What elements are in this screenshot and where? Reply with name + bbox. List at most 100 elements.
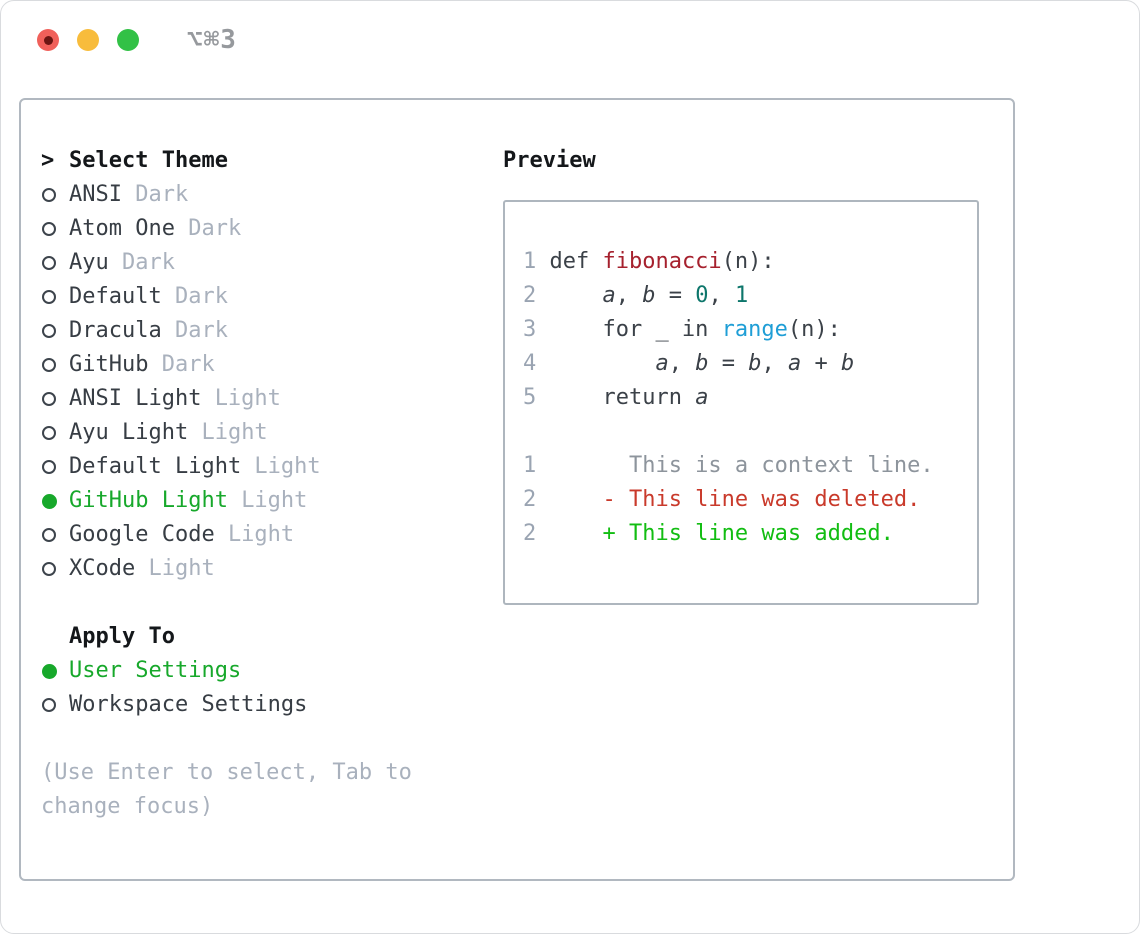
theme-option[interactable]: XCode Light [41, 552, 503, 586]
line-number: 2 [523, 283, 537, 308]
keyboard-hint: (Use Enter to select, Tab to change focu… [41, 760, 412, 819]
option-label: Ayu [69, 250, 109, 275]
spacer [41, 722, 503, 756]
code-line: 3 for _ in range(n): [523, 313, 977, 347]
preview-box: 1 def fibonacci(n): 2 a, b = 0, 1 3 for _… [503, 200, 979, 605]
option-label: Google Code [69, 522, 215, 547]
radio-cell [41, 460, 69, 474]
select-theme-title: Select Theme [69, 148, 228, 173]
line-number: 1 [523, 453, 537, 478]
theme-option[interactable]: Google Code Light [41, 518, 503, 552]
option-label: Workspace Settings [69, 692, 308, 717]
code-line: 2 a, b = 0, 1 [523, 279, 977, 313]
radio-icon [42, 290, 56, 304]
radio-icon [42, 493, 57, 509]
option-variant: Dark [135, 182, 189, 207]
radio-cell [41, 392, 69, 406]
close-button[interactable] [37, 29, 59, 51]
theme-option[interactable]: Atom One Dark [41, 212, 503, 246]
code-line: 2 + This line was added. [523, 517, 977, 551]
apply-to-list: User Settings Workspace Settings [41, 654, 503, 722]
theme-option[interactable]: Default Dark [41, 280, 503, 314]
line-number: 2 [523, 521, 537, 546]
option-variant: Dark [174, 284, 228, 309]
option-variant: Dark [188, 216, 242, 241]
apply-option[interactable]: Workspace Settings [41, 688, 503, 722]
option-label: Ayu Light [69, 420, 189, 445]
prompt-caret: > [41, 148, 55, 173]
option-label: GitHub Light [69, 488, 228, 513]
theme-option[interactable]: GitHub Light Light [41, 484, 503, 518]
radio-cell [41, 562, 69, 576]
apply-to-header: Apply To [41, 620, 503, 654]
close-dot-icon [43, 35, 53, 45]
line-content: - This line was deleted. [549, 487, 921, 512]
radio-icon [42, 562, 56, 576]
code-line: 1 This is a context line. [523, 449, 977, 483]
titlebar: ⌥⌘3 [37, 25, 237, 55]
radio-icon [42, 426, 56, 440]
radio-icon [42, 528, 56, 542]
theme-option[interactable]: Ayu Dark [41, 246, 503, 280]
option-variant: Light [254, 454, 321, 479]
spacer [41, 586, 503, 620]
radio-cell [41, 256, 69, 270]
option-label: Default Light [69, 454, 242, 479]
preview-title: Preview [503, 148, 596, 173]
option-variant: Light [201, 420, 268, 445]
line-number: 4 [523, 351, 537, 376]
radio-cell [41, 426, 69, 440]
line-content: for _ in range(n): [549, 317, 841, 342]
line-content: def fibonacci(n): [549, 249, 775, 274]
radio-icon [42, 188, 56, 202]
theme-option[interactable]: Default Light Light [41, 450, 503, 484]
option-label: Atom One [69, 216, 175, 241]
option-label: GitHub [69, 352, 149, 377]
option-label: XCode [69, 556, 136, 581]
radio-icon [42, 256, 56, 270]
radio-icon [42, 324, 56, 338]
maximize-button[interactable] [117, 29, 139, 51]
line-number: 2 [523, 487, 537, 512]
option-label: User Settings [69, 658, 242, 683]
radio-cell [41, 663, 69, 679]
line-content: This is a context line. [549, 453, 934, 478]
option-variant: Light [148, 556, 215, 581]
line-number: 1 [523, 249, 537, 274]
radio-icon [42, 392, 56, 406]
code-line: 1 def fibonacci(n): [523, 245, 977, 279]
option-variant: Dark [121, 250, 175, 275]
radio-cell [41, 358, 69, 372]
radio-icon [42, 222, 56, 236]
radio-cell [41, 188, 69, 202]
option-variant: Light [214, 386, 281, 411]
option-label: ANSI Light [69, 386, 202, 411]
minimize-button[interactable] [77, 29, 99, 51]
option-variant: Light [227, 522, 295, 547]
preview-pane: Preview 1 def fibonacci(n): 2 a, b = 0, 1… [503, 144, 993, 835]
theme-option[interactable]: ANSI Light Light [41, 382, 503, 416]
line-number: 5 [523, 385, 537, 410]
code-line: 5 return a [523, 381, 977, 415]
select-theme-header: > Select Theme [41, 144, 503, 178]
code-line: 2 - This line was deleted. [523, 483, 977, 517]
radio-icon [42, 663, 57, 679]
option-label: Default [69, 284, 162, 309]
radio-icon [42, 698, 56, 712]
apply-option[interactable]: User Settings [41, 654, 503, 688]
line-content: + This line was added. [549, 521, 894, 546]
option-variant: Light [241, 488, 308, 513]
radio-cell [41, 493, 69, 509]
window-title: ⌥⌘3 [187, 25, 237, 55]
apply-to-title: Apply To [69, 624, 175, 649]
option-variant: Dark [174, 318, 228, 343]
code-sample: 1 def fibonacci(n): 2 a, b = 0, 1 3 for _… [523, 245, 977, 415]
theme-option[interactable]: Ayu Light Light [41, 416, 503, 450]
